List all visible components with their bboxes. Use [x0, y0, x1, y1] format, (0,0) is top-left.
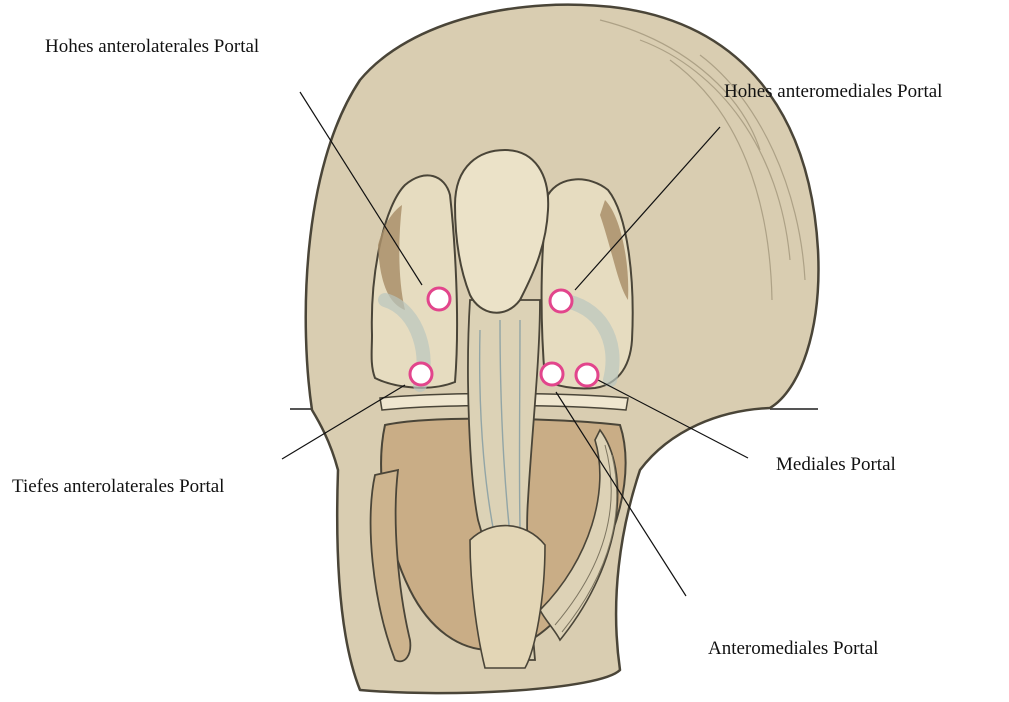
label-anteromedial-portal: Anteromediales Portal	[708, 639, 878, 658]
label-high-anteromedial-portal: Hohes anteromediales Portal	[724, 82, 942, 101]
label-deep-anterolateral-portal: Tiefes anterolaterales Portal	[12, 477, 224, 496]
portal-medial	[576, 364, 598, 386]
portal-deep-anterolateral	[410, 363, 432, 385]
portal-high-anteromedial	[550, 290, 572, 312]
label-medial-portal: Mediales Portal	[776, 455, 896, 474]
label-high-anterolateral-portal: Hohes anterolaterales Portal	[45, 37, 259, 56]
portal-high-anterolateral	[428, 288, 450, 310]
portal-anteromedial	[541, 363, 563, 385]
tibial-tuberosity	[470, 526, 545, 668]
